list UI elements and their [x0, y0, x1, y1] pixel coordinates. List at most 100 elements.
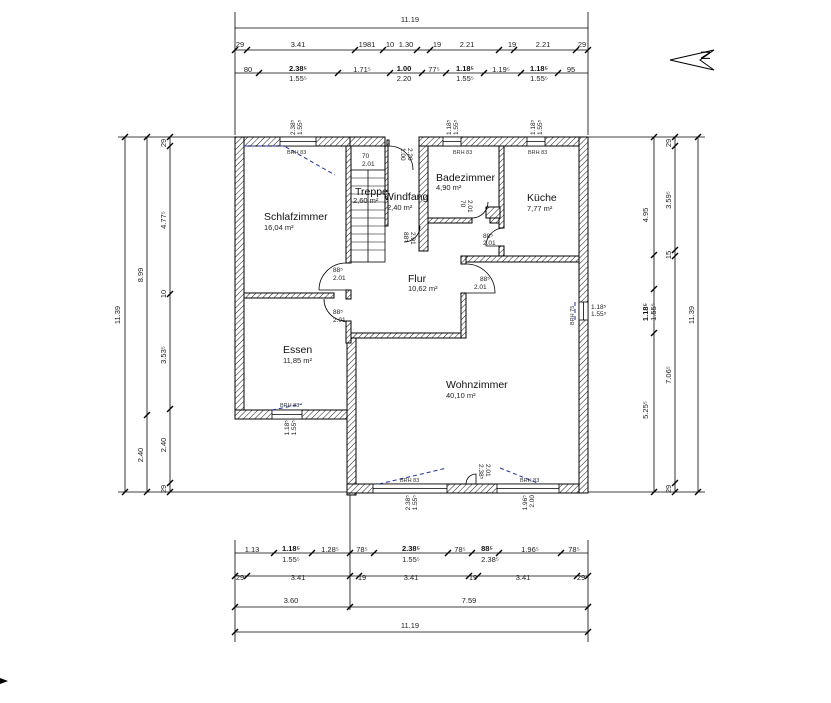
svg-text:2.00: 2.00 [529, 495, 536, 508]
svg-text:40,10 m²: 40,10 m² [446, 391, 476, 400]
svg-text:2.20: 2.20 [406, 148, 413, 161]
bottom-dim-1285: 1.28⁵ [321, 545, 339, 554]
windows [271, 136, 589, 494]
room-label-schlafzimmer: Schlafzimmer 16,04 m² [264, 211, 328, 232]
svg-text:16,04 m²: 16,04 m² [264, 223, 294, 232]
svg-text:1.55⁵: 1.55⁵ [453, 119, 460, 135]
bottom-dimension-chain: 1.13 1.18⁵ 1.28⁵ 78⁵ 2.38⁵ 78⁵ 88⁵ 1.96⁵… [231, 495, 592, 642]
bottom-dim-1185: 1.18⁵ [282, 544, 301, 553]
svg-text:88⁵: 88⁵ [480, 276, 490, 283]
bottom-total-dim: 11.19 [401, 621, 419, 630]
right-total-dim: 11.39 [687, 306, 696, 324]
svg-text:Badezimmer: Badezimmer [436, 172, 495, 184]
top-dim-1555c: 1.55⁵ [530, 74, 548, 83]
doors [318, 145, 505, 485]
room-label-essen: Essen 11,85 m² [283, 344, 313, 365]
brh-label: BRH 83 [453, 150, 472, 156]
bottom-dim-785a: 78⁵ [356, 545, 367, 554]
svg-text:2,60 m²: 2,60 m² [353, 196, 379, 205]
bottom-dim-19a: 19 [358, 573, 366, 582]
svg-text:1.96⁵: 1.96⁵ [522, 495, 529, 511]
room-label-windfang: Windfang 2,40 m² [384, 191, 429, 212]
room-label-kueche: Küche 7,77 m² [527, 192, 557, 213]
top-dim-19a: 19 [433, 40, 441, 49]
brh-label: BRH 83 [287, 150, 306, 156]
left-dim-29a: 29 [159, 139, 168, 147]
right-dim-29b: 29 [664, 485, 673, 493]
bottom-dim-29b: 29 [577, 573, 585, 582]
svg-text:Wohnzimmer: Wohnzimmer [446, 379, 508, 391]
right-dim-1555: 1.55⁵ [649, 303, 658, 321]
bottom-dim-785c: 78⁵ [568, 545, 579, 554]
top-dim-19b: 19 [508, 40, 516, 49]
svg-text:1.55⁵: 1.55⁵ [291, 420, 298, 436]
opening-annotations: BRH 83 BRH 83 BRH 83 BRH 83 BRH 83 BRH 8… [280, 119, 607, 510]
svg-text:2.01: 2.01 [474, 284, 487, 291]
svg-text:70: 70 [459, 200, 466, 208]
svg-text:1.55⁵: 1.55⁵ [412, 495, 419, 511]
bottom-dim-341a: 3.41 [291, 573, 306, 582]
left-dim-240a: 2.40 [136, 448, 145, 463]
right-dim-495: 4.95 [641, 208, 650, 223]
bottom-dim-1555b: 1.55⁵ [402, 555, 420, 564]
right-dim-29a: 29 [664, 139, 673, 147]
chimney [485, 206, 501, 219]
top-dim-341: 3.41 [291, 40, 306, 49]
left-dim-4775: 4.77⁵ [159, 211, 168, 229]
left-total-dim: 11.39 [113, 306, 122, 324]
svg-text:7,77 m²: 7,77 m² [527, 204, 553, 213]
brh-label: BRH 83 [520, 478, 539, 484]
svg-text:1.00: 1.00 [399, 148, 406, 161]
top-dim-29b: 29 [578, 40, 586, 49]
right-dimension-chain: 4.95 3.59⁵ 1.18⁵ 1.55⁵ 7.06⁵ 5.25⁵ 11.39… [588, 133, 705, 496]
right-dim-5255: 5.25⁵ [641, 401, 650, 419]
svg-text:Treppe: Treppe [355, 186, 388, 198]
top-dim-29a: 29 [236, 40, 244, 49]
top-dim-1555b: 1.55⁵ [456, 74, 474, 83]
svg-text:2.38⁵: 2.38⁵ [405, 495, 412, 511]
bottom-dim-19b: 19 [469, 573, 477, 582]
svg-text:1.18⁵: 1.18⁵ [446, 119, 453, 135]
staircase [350, 169, 386, 263]
svg-text:11,85 m²: 11,85 m² [283, 356, 313, 365]
svg-text:88⁵: 88⁵ [483, 233, 493, 240]
bottom-dim-341c: 3.41 [516, 573, 531, 582]
svg-text:Flur: Flur [408, 273, 427, 285]
bottom-dim-2385b: 2.38⁵ [481, 555, 499, 564]
right-dim-15: 15 [664, 251, 673, 259]
bottom-dim-341b: 3.41 [404, 573, 419, 582]
bottom-dim-885: 88⁵ [481, 544, 493, 553]
top-dim-221a: 2.21 [460, 40, 475, 49]
svg-text:Windfang: Windfang [384, 191, 429, 203]
room-label-badezimmer: Badezimmer 4,90 m² [436, 172, 495, 192]
left-dimension-chain: 11.39 8.99 2.40 29 4.77⁵ 10 3.53⁵ 2.40 2… [113, 133, 348, 496]
top-dim-1715: 1.71⁵ [353, 65, 371, 74]
right-dim-7065: 7.06⁵ [664, 366, 673, 384]
svg-text:70: 70 [362, 153, 370, 160]
bottom-dim-360: 3.60 [284, 596, 299, 605]
section-marker-icon [0, 678, 8, 684]
top-dim-100: 1.00 [397, 64, 412, 73]
svg-text:1.55⁵: 1.55⁵ [591, 311, 607, 318]
left-dim-3535: 3.53⁵ [159, 346, 168, 364]
top-dim-1185b: 1.18⁵ [530, 64, 549, 73]
bottom-dim-1555a: 1.55⁵ [282, 555, 300, 564]
svg-text:10,62 m²: 10,62 m² [408, 284, 438, 293]
svg-text:88⁵: 88⁵ [402, 232, 409, 242]
top-dim-220: 2.20 [397, 74, 412, 83]
svg-text:Küche: Küche [527, 192, 557, 204]
svg-text:2.01: 2.01 [409, 232, 416, 245]
top-dim-130: 1.30 [399, 40, 414, 49]
svg-text:88⁵: 88⁵ [333, 267, 343, 274]
svg-text:Schlafzimmer: Schlafzimmer [264, 211, 328, 223]
svg-text:2.01: 2.01 [333, 317, 346, 324]
right-dim-1185: 1.18⁵ [641, 302, 650, 321]
right-dim-3595: 3.59⁵ [664, 191, 673, 209]
room-label-flur: Flur 10,62 m² [408, 273, 438, 293]
brh-label: BRH 83 [400, 478, 419, 484]
brh-label: BRH 83 [280, 403, 299, 409]
svg-text:2.01: 2.01 [362, 161, 375, 168]
svg-text:2.01: 2.01 [483, 240, 496, 247]
brh-label: BRH 75 [570, 306, 576, 325]
